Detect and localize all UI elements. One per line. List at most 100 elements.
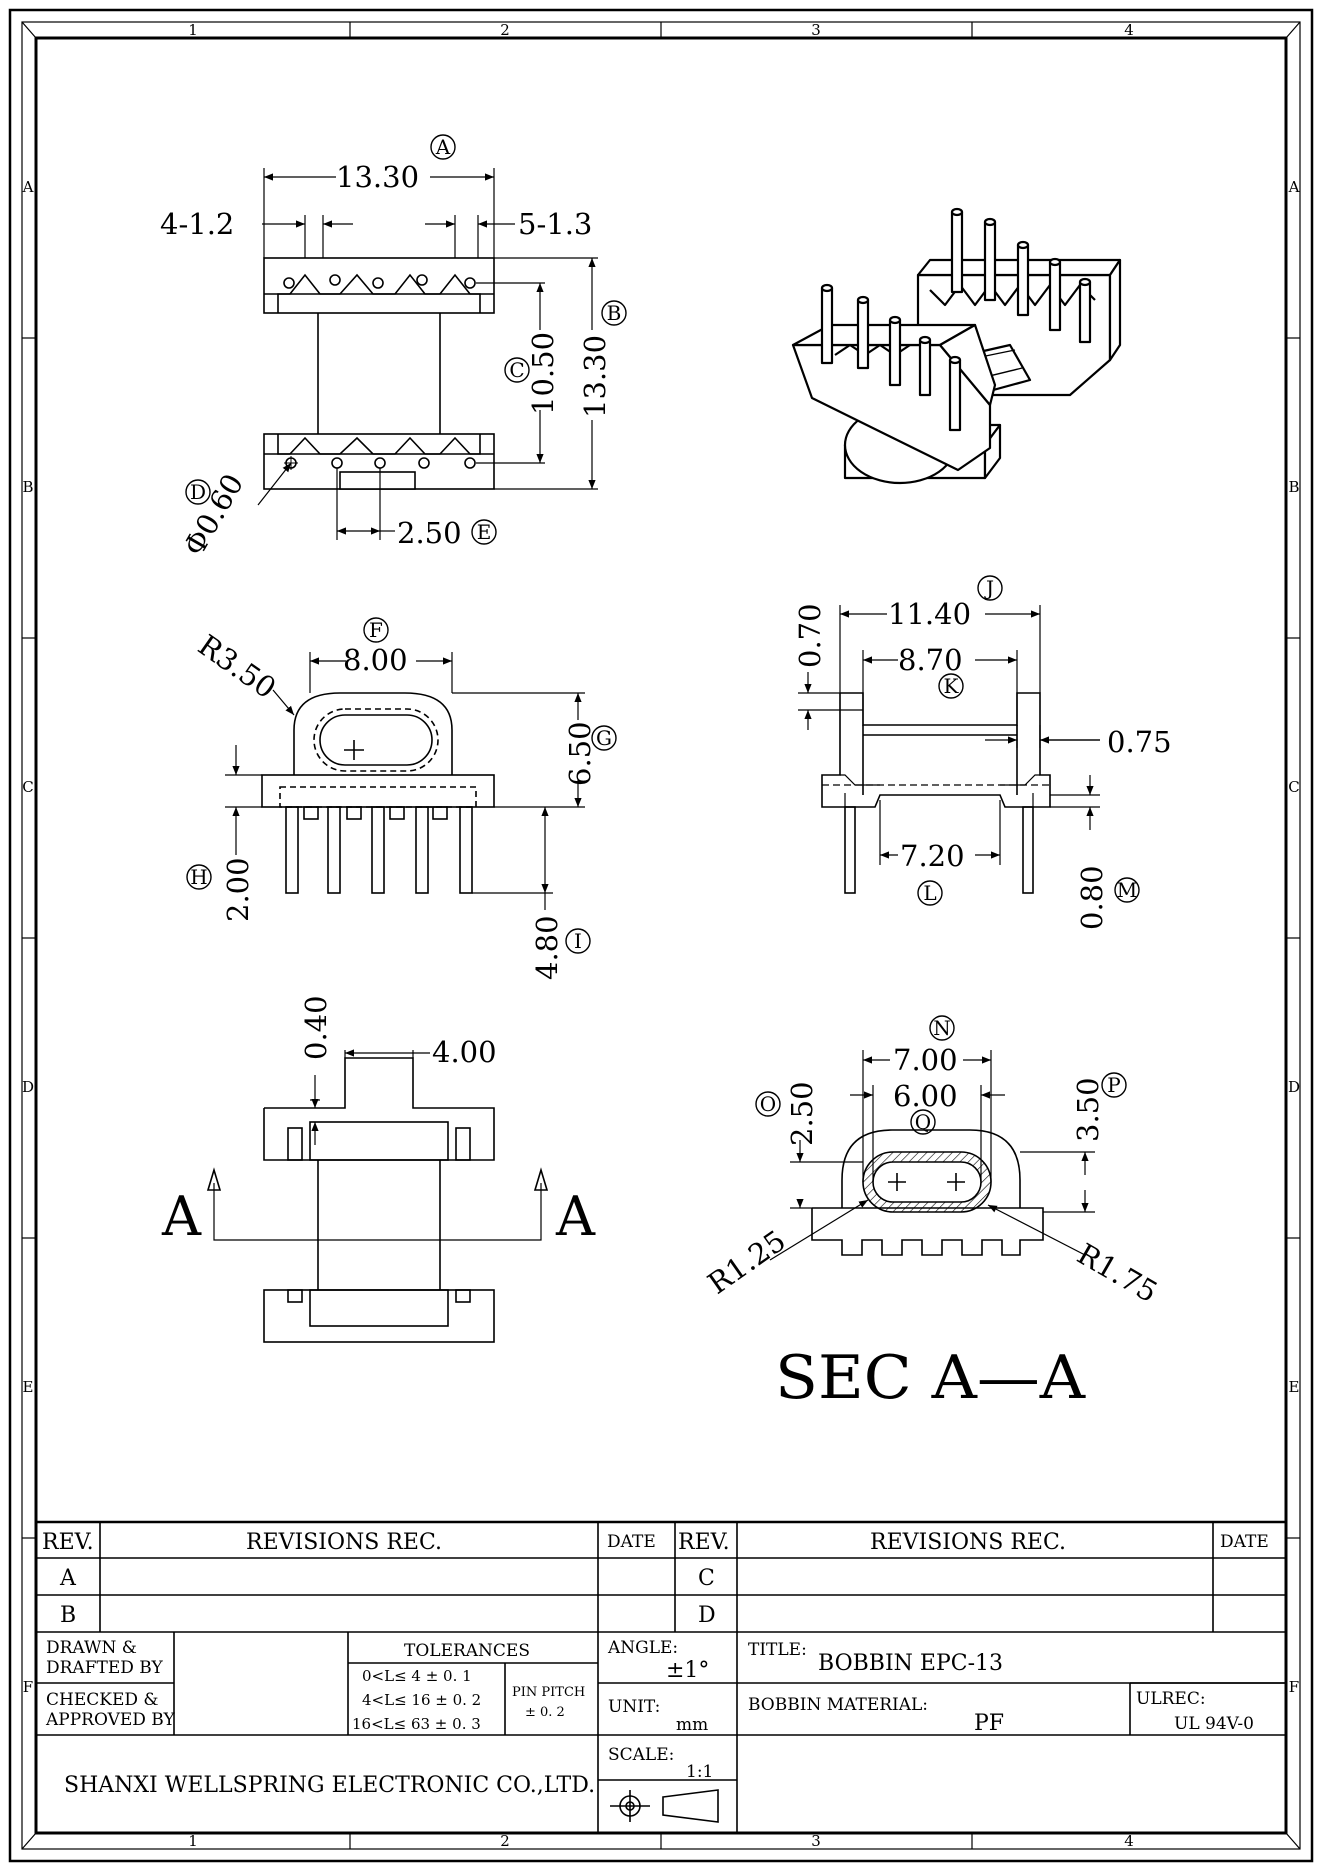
drawn-label: DRAWN &DRAFTED BY — [46, 1638, 163, 1678]
dim-core-half: 2.50 — [785, 1081, 819, 1146]
scale-value: 1:1 — [686, 1762, 713, 1782]
rev-header-left: REV. — [42, 1530, 94, 1555]
pin-pitch-label: PIN PITCH — [512, 1685, 585, 1700]
angle-value: ±1° — [666, 1658, 709, 1683]
section-marker-labels: 4.00 0.40 A A — [161, 995, 596, 1248]
svg-text:O: O — [760, 1092, 776, 1116]
top-view-dimensions — [257, 168, 598, 540]
svg-text:1: 1 — [188, 1832, 198, 1850]
svg-text:3: 3 — [811, 21, 821, 39]
svg-text:F: F — [1289, 1678, 1299, 1696]
section-marker-view — [206, 1057, 549, 1343]
revisions-header-right: REVISIONS REC. — [870, 1530, 1066, 1555]
dim-winding-width: 7.20 — [900, 839, 965, 873]
unit-label: UNIT: — [608, 1697, 660, 1717]
dim-core-height: 3.50 — [1071, 1077, 1105, 1142]
checked-label: CHECKED &APPROVED BY — [45, 1690, 176, 1730]
svg-text:D: D — [22, 1078, 34, 1096]
front-view — [261, 692, 495, 894]
section-marker-dimensions — [310, 1049, 430, 1145]
svg-text:B: B — [22, 478, 33, 496]
scale-label: SCALE: — [608, 1745, 674, 1765]
title-value: BOBBIN EPC-13 — [818, 1651, 1003, 1676]
isometric-view — [791, 207, 1122, 485]
dim-pin-pitch: 2.50 — [397, 516, 462, 550]
ulrec-value: UL 94V-0 — [1174, 1714, 1254, 1734]
svg-text:3: 3 — [811, 1832, 821, 1850]
svg-text:2: 2 — [500, 21, 510, 39]
dim-flange-radius: R3.50 — [192, 628, 282, 705]
svg-text:E: E — [477, 520, 492, 544]
revisions-header-left: REVISIONS REC. — [246, 1530, 442, 1555]
section-title: SEC A—A — [775, 1343, 1086, 1413]
svg-text:A: A — [435, 135, 451, 159]
section-mark-left: A — [161, 1185, 202, 1248]
zone-labels: 1 2 3 4 1 2 3 4 A B C D E F A B C D E F — [22, 21, 1300, 1850]
dim-core-inner: 6.00 — [893, 1079, 958, 1113]
front-view-labels: 8.00 R3.50 6.50 2.00 4.80 — [192, 628, 597, 980]
svg-text:E: E — [1289, 1378, 1300, 1396]
svg-text:4: 4 — [1124, 21, 1134, 39]
dim-overall-height: 13.30 — [578, 335, 612, 418]
svg-text:M: M — [1117, 878, 1137, 902]
dim-span-outer: 11.40 — [888, 597, 971, 631]
ulrec-label: ULREC: — [1136, 1689, 1206, 1709]
svg-text:J: J — [984, 576, 994, 600]
dim-left-pins: 4-1.2 — [160, 207, 234, 241]
tol-row-3: 16<L≤ 63 ± 0. 3 — [352, 1715, 481, 1733]
svg-text:F: F — [369, 618, 383, 642]
svg-text:N: N — [933, 1016, 951, 1040]
svg-text:D: D — [190, 480, 206, 504]
dim-flange-thickness: 0.70 — [793, 603, 827, 668]
dim-wall: 0.75 — [1107, 725, 1172, 759]
svg-text:C: C — [1288, 778, 1299, 796]
svg-text:B: B — [1288, 478, 1299, 496]
section-mark-right: A — [555, 1185, 596, 1248]
title-block — [34, 1520, 1288, 1835]
svg-text:B: B — [607, 301, 622, 325]
svg-text:K: K — [944, 674, 960, 698]
callout-letters: A B C D E F G H I J K L M N O P Q — [190, 135, 1137, 1134]
tol-row-2: 4<L≤ 16 ± 0. 2 — [362, 1691, 481, 1709]
section-view-dimensions — [769, 1050, 1095, 1261]
svg-text:L: L — [923, 881, 936, 905]
title-block-text: REV. REVISIONS REC. DATE REV. REVISIONS … — [42, 1530, 1269, 1798]
dim-r-inner: R1.25 — [702, 1223, 792, 1300]
rev-header-right: REV. — [678, 1530, 730, 1555]
svg-text:4: 4 — [1124, 1832, 1134, 1850]
dim-overall-width: 13.30 — [336, 160, 419, 194]
rev-c: C — [698, 1566, 715, 1591]
tolerances-label: TOLERANCES — [404, 1641, 530, 1661]
dim-step: 0.80 — [1075, 865, 1109, 930]
material-label: BOBBIN MATERIAL: — [748, 1695, 928, 1715]
dim-slot-width: 4.00 — [432, 1035, 497, 1069]
svg-text:A: A — [1288, 178, 1300, 196]
dim-base-height: 2.00 — [221, 857, 255, 922]
svg-text:D: D — [1288, 1078, 1300, 1096]
svg-text:P: P — [1107, 1073, 1120, 1097]
rev-a: A — [59, 1566, 77, 1591]
unit-value: mm — [676, 1715, 708, 1735]
dim-core-outer: 7.00 — [893, 1043, 958, 1077]
svg-text:2: 2 — [500, 1832, 510, 1850]
dim-r-outer: R1.75 — [1072, 1237, 1164, 1310]
side-view-labels: 11.40 8.70 0.70 0.75 7.20 0.80 — [793, 597, 1172, 930]
rev-d: D — [698, 1603, 716, 1628]
dim-flange-top-width: 8.00 — [343, 643, 408, 677]
date-header-right: DATE — [1220, 1532, 1269, 1552]
dim-flange-height: 6.50 — [563, 721, 597, 786]
svg-text:E: E — [23, 1378, 34, 1396]
company-name: SHANXI WELLSPRING ELECTRONIC CO.,LTD. — [64, 1773, 595, 1798]
section-view — [811, 1129, 1044, 1256]
svg-text:G: G — [596, 726, 612, 750]
dim-pin-length: 4.80 — [530, 915, 564, 980]
svg-text:C: C — [509, 358, 524, 382]
date-header-left: DATE — [607, 1532, 656, 1552]
svg-text:H: H — [190, 865, 207, 889]
svg-text:C: C — [22, 778, 33, 796]
svg-text:Q: Q — [915, 1110, 931, 1134]
svg-text:A: A — [22, 178, 34, 196]
title-label: TITLE: — [748, 1640, 807, 1660]
pin-pitch-tol: ± 0. 2 — [525, 1705, 565, 1720]
dim-pin-dia: Φ0.60 — [177, 468, 251, 562]
